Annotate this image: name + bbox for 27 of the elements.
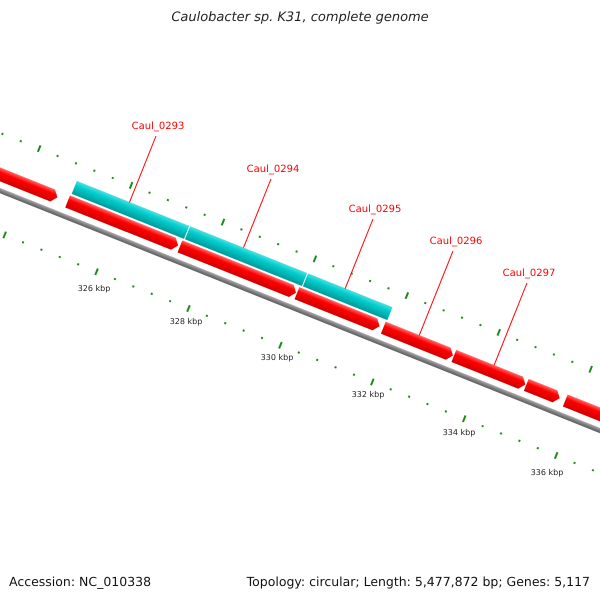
scale-label: 334 kbp <box>442 428 476 437</box>
genome-stats-text: Topology: circular; Length: 5,477,872 bp; Genes: 5,117 <box>246 574 590 589</box>
gene-feature <box>294 287 380 330</box>
leader-line <box>128 136 156 203</box>
gene-label: Caul_0293 <box>132 121 184 133</box>
gene-label: Caul_0297 <box>502 268 556 280</box>
scale-label: 330 kbp <box>260 353 294 362</box>
gene-feature <box>65 195 178 250</box>
leader-line <box>344 218 374 290</box>
gene-bar <box>72 180 190 239</box>
gene-feature <box>178 240 296 297</box>
gene-bar <box>302 273 393 320</box>
gene-feature <box>451 350 526 389</box>
gene-bar <box>184 226 308 286</box>
gene-label: Caul_0295 <box>348 204 402 216</box>
scale-label: 336 kbp <box>530 468 564 477</box>
leader-line <box>418 250 454 336</box>
scale-label: 332 kbp <box>352 390 384 399</box>
title: Caulobacter sp. K31, complete genome <box>171 10 429 25</box>
scale-label: 326 kbp <box>78 284 110 293</box>
scale-label: 328 kbp <box>170 317 202 326</box>
leader-line <box>494 282 528 366</box>
gene-label: Caul_0296 <box>430 236 482 248</box>
accession-text: Accession: NC_010338 <box>9 574 152 589</box>
gene-label: Caul_0294 <box>246 164 300 176</box>
gene-feature <box>380 322 453 360</box>
gene-feature <box>524 378 560 402</box>
